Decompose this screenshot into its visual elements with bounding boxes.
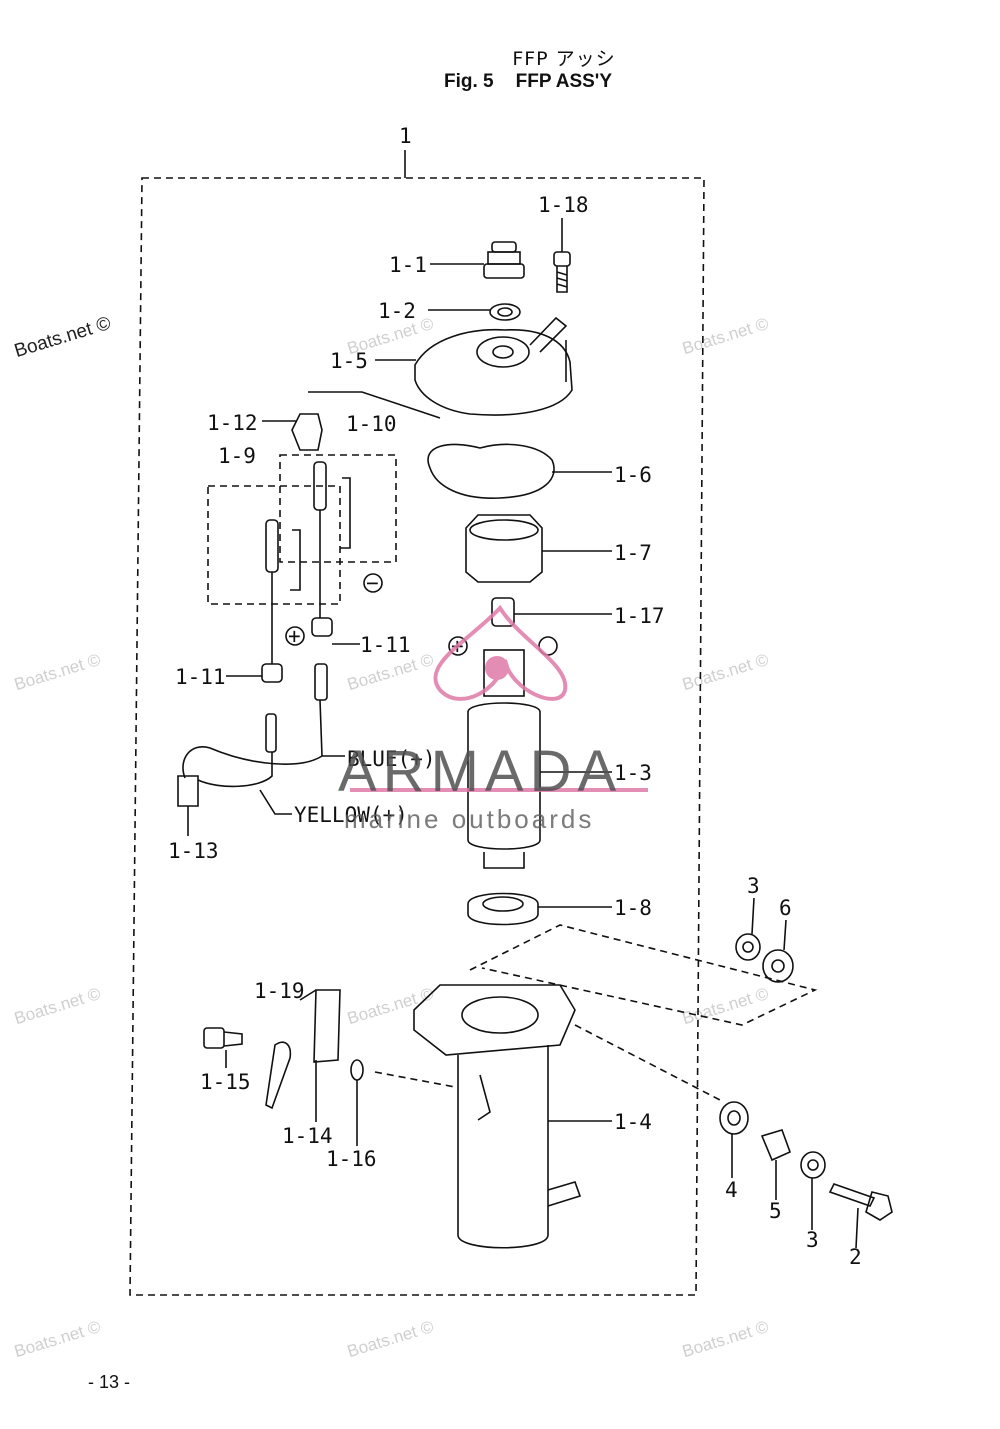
callout-1-18: 1-18 [538,193,589,217]
figure-name: FFP ASS'Y [515,71,612,92]
page-number: - 13 - [88,1372,131,1392]
callout-1-8: 1-8 [614,896,652,920]
part-1-3-fuel-pump [467,649,612,869]
brand-name: ARMADA [338,739,623,804]
terminal-connectors [226,461,360,753]
assembly-outline [129,177,705,1296]
part-2-bolt [828,1183,893,1249]
callout-1-3: 1-3 [614,761,652,785]
part-1-9-box [207,485,341,605]
callout-1-12: 1-12 [207,411,258,435]
callout-2: 2 [849,1245,862,1269]
figure-number: Fig. 5 [444,71,494,92]
part-4-grommet [719,1101,749,1178]
callout-1-10: 1-10 [346,412,397,436]
part-1-16-washer [350,1059,364,1081]
brand-tagline: marine outboards [344,804,595,834]
part-3-washer-lower [800,1151,826,1230]
plus-symbol: + [288,624,301,648]
wire-blue-label: BLUE(+) [347,747,436,771]
callout-1-15: 1-15 [200,1070,251,1094]
part-1-4-filter-housing [413,984,612,1249]
brand-logo [350,604,648,792]
part-1-15-bolt [203,1027,243,1068]
callout-4: 4 [725,1178,738,1202]
callout-1-7: 1-7 [614,541,652,565]
callout-1-9: 1-9 [218,444,256,468]
part-1-19-bracket [299,989,341,1063]
callout-1-11: 1-11 [360,633,411,657]
part-3-washer [735,933,761,961]
part-1-14-clamp [265,1041,317,1122]
part-6-grommet [762,919,794,983]
callout-1-13: 1-13 [168,839,219,863]
callout-1-16: 1-16 [326,1147,377,1171]
part-1-10-box [279,454,397,563]
part-1-17-fitting [491,597,612,627]
part-1-5-cover [375,316,573,416]
title-japanese: FFP アッシ [512,48,616,70]
callout-1-17: 1-17 [614,604,665,628]
callout-1-2: 1-2 [378,299,416,323]
callout-1-11: 1-11 [175,665,226,689]
part-1-6-gasket [427,443,555,499]
part-5-collar [760,1129,792,1200]
part-1-7-ring-nut [465,514,612,583]
callout-5: 5 [769,1199,782,1223]
part-1-8-seal-ring [467,892,612,926]
minus-symbol: − [366,571,379,595]
callout-6: 6 [779,896,792,920]
part-1-13-harness [177,699,345,836]
callout-3: 3 [747,874,760,898]
callout-1-5: 1-5 [330,349,368,373]
part-1-2-washer [489,303,521,321]
part-1-1-fitting [430,241,525,279]
callout-1: 1 [399,124,412,148]
callout-3: 3 [806,1228,819,1252]
part-1-12-cap [262,413,323,451]
part-1-18-screw [553,218,571,293]
callout-1-1: 1-1 [389,253,427,277]
callout-1-6: 1-6 [614,463,652,487]
callout-1-4: 1-4 [614,1110,652,1134]
callout-1-14: 1-14 [282,1124,333,1148]
callout-1-19: 1-19 [254,979,305,1003]
wire-yellow-label: YELLOW(+) [294,803,408,827]
figure-title: Fig. 5 FFP ASS'Y [0,71,1000,93]
